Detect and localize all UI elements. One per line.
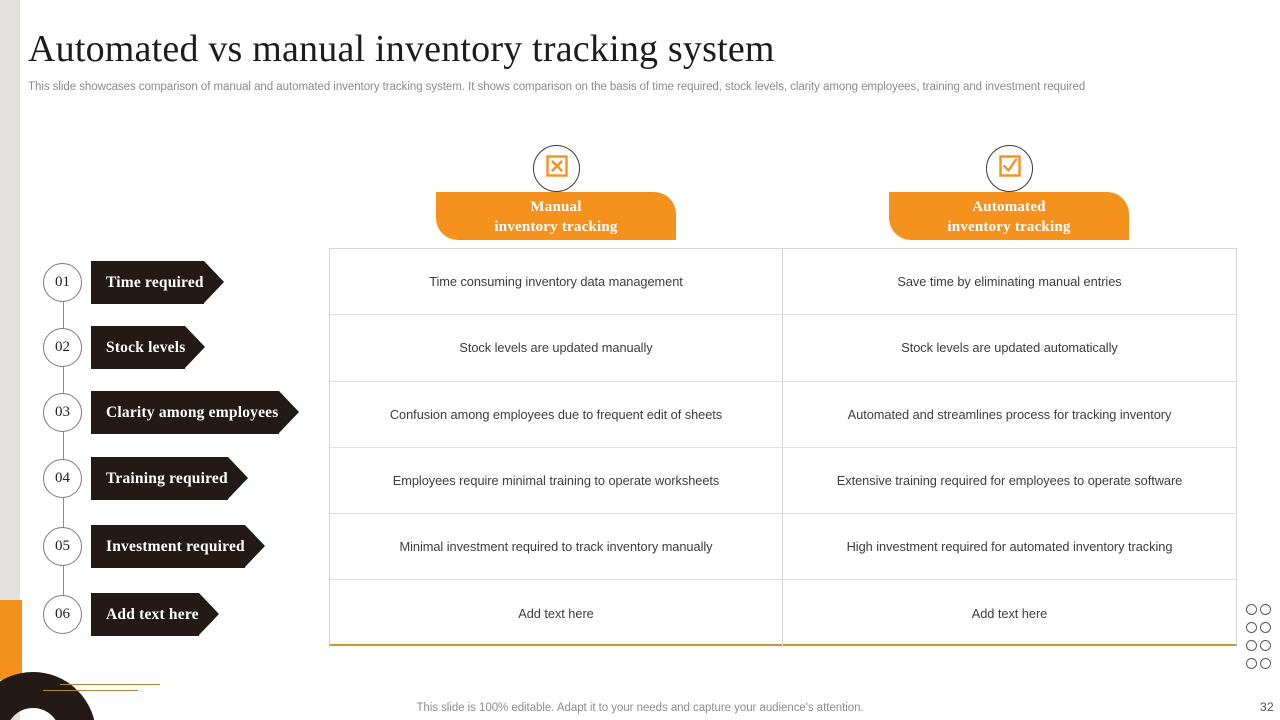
page-subtitle: This slide showcases comparison of manua…: [28, 81, 1086, 93]
comparison-table: Time consuming inventory data management…: [329, 248, 1237, 647]
rail-label-arrow: Investment required: [91, 525, 265, 568]
left-orange-accent-bar: [0, 600, 22, 680]
rail-connector-line: [62, 295, 64, 615]
cell-automated: Add text here: [971, 606, 1048, 622]
rail-item-03: 03 Clarity among employees: [43, 391, 298, 434]
rail-number-badge: 03: [43, 393, 82, 432]
rail-item-02: 02 Stock levels: [43, 326, 207, 369]
rail-label-arrow: Stock levels: [91, 326, 207, 369]
decorative-line-1: [60, 684, 160, 685]
table-row: Employees require minimal training to op…: [330, 447, 1236, 515]
manual-column-icon-circle: [533, 145, 580, 192]
page-number: 32: [1260, 700, 1274, 714]
rail-item-04: 04 Training required: [43, 457, 248, 500]
dot: [1260, 640, 1271, 651]
dot: [1246, 640, 1257, 651]
column-header-automated-line1: Automated: [972, 199, 1046, 215]
dot: [1246, 658, 1257, 669]
cell-manual: Confusion among employees due to frequen…: [330, 381, 783, 447]
table-row: Minimal investment required to track inv…: [330, 514, 1236, 581]
column-header-manual-line2: inventory tracking: [494, 219, 618, 235]
rail-number-badge: 04: [43, 459, 82, 498]
left-gray-strip: [0, 0, 20, 720]
rail-label-arrow: Time required: [91, 261, 224, 304]
dot: [1260, 658, 1271, 669]
page-title: Automated vs manual inventory tracking s…: [28, 28, 775, 70]
dot: [1246, 622, 1257, 633]
automated-column-icon-circle: [986, 145, 1033, 192]
cross-box-icon: [545, 154, 569, 183]
decorative-dots-grid: [1246, 604, 1274, 676]
cell-manual: Stock levels are updated manually: [330, 315, 783, 381]
cell-automated: Automated and streamlines process for tr…: [847, 406, 1172, 422]
rail-label-arrow: Add text here: [91, 593, 219, 636]
table-row: Time consuming inventory data management…: [330, 249, 1236, 316]
rail-item-06: 06 Add text here: [43, 593, 219, 636]
rail-number-badge: 02: [43, 328, 82, 367]
cell-automated: Stock levels are updated automatically: [901, 340, 1118, 356]
rail-number-badge: 05: [43, 527, 82, 566]
rail-number-badge: 06: [43, 595, 82, 634]
column-header-automated: Automated inventory tracking: [889, 192, 1129, 240]
cell-automated: Save time by eliminating manual entries: [897, 274, 1122, 290]
rail-item-05: 05 Investment required: [43, 525, 265, 568]
cell-automated: Extensive training required for employee…: [836, 473, 1183, 489]
rail-item-01: 01 Time required: [43, 261, 224, 304]
table-row: Stock levels are updated manually Stock …: [330, 315, 1236, 382]
cell-manual: Minimal investment required to track inv…: [330, 514, 783, 580]
dot: [1260, 622, 1271, 633]
check-box-icon: [998, 154, 1022, 183]
dot: [1246, 604, 1257, 615]
table-row: Confusion among employees due to frequen…: [330, 381, 1236, 448]
table-row: Add text here Add text here: [330, 580, 1236, 647]
cell-manual: Time consuming inventory data management: [330, 249, 783, 315]
cell-manual: Add text here: [330, 580, 783, 647]
dot: [1260, 604, 1271, 615]
column-header-automated-line2: inventory tracking: [947, 219, 1071, 235]
rail-label-arrow: Clarity among employees: [91, 391, 298, 434]
decorative-line-2: [43, 690, 138, 691]
rail-label-arrow: Training required: [91, 457, 248, 500]
cell-automated: High investment required for automated i…: [846, 539, 1173, 555]
column-header-manual: Manual inventory tracking: [436, 192, 676, 240]
cell-manual: Employees require minimal training to op…: [330, 447, 783, 514]
column-header-manual-line1: Manual: [530, 199, 582, 215]
rail-number-badge: 01: [43, 263, 82, 302]
footer-note: This slide is 100% editable. Adapt it to…: [416, 702, 864, 714]
